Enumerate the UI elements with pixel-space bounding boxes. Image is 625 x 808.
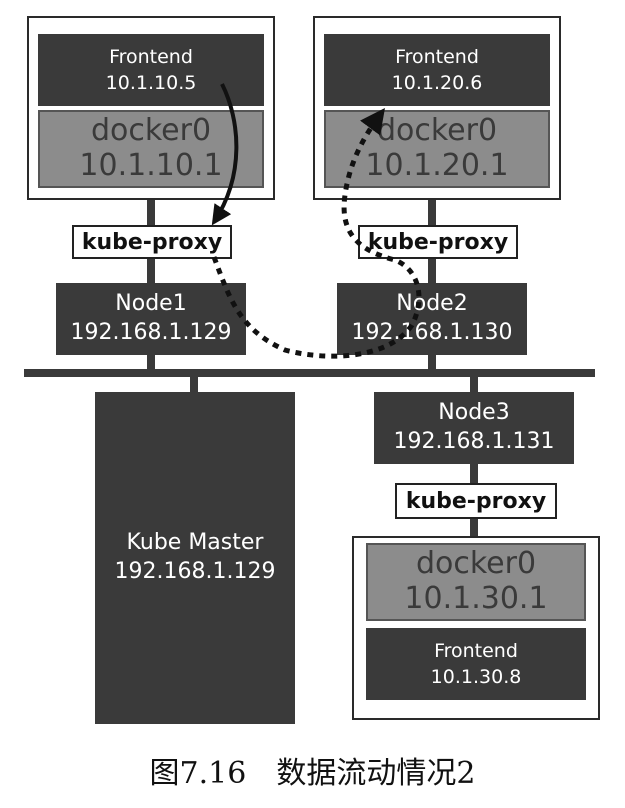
host3-docker-label: docker0 [415,546,537,581]
network-bus [24,369,595,377]
node3-label: Node3 [438,400,510,425]
kube-master-box: Kube Master 192.168.1.129 [95,392,295,724]
host2-docker-ip: 10.1.20.1 [365,148,509,183]
dotted-flow-path [211,107,422,359]
node1-label: Node1 [115,291,187,316]
host2-frontend-pod: Frontend 10.1.20.6 [324,34,550,106]
kube-master-ip: 192.168.1.129 [114,559,276,584]
host2-frontend-label: Frontend [395,46,479,68]
host1-kube-proxy: kube-proxy [72,225,232,259]
node1-box: Node1 192.168.1.129 [56,283,246,355]
host1-docker-ip: 10.1.10.1 [79,148,223,183]
host3-docker0-bridge: docker0 10.1.30.1 [366,543,586,621]
host3-kube-proxy: kube-proxy [395,483,557,519]
node3-ip: 192.168.1.131 [393,429,555,454]
node3-box: Node3 192.168.1.131 [374,392,574,464]
master-link [190,377,198,395]
host3-docker-ip: 10.1.30.1 [404,581,548,616]
host3-frontend-pod: Frontend 10.1.30.8 [366,628,586,700]
host1-docker0-bridge: docker0 10.1.10.1 [38,110,264,188]
host1-frontend-label: Frontend [109,46,193,68]
figure-caption: 图7.16 数据流动情况2 [149,756,476,791]
kube-master-label: Kube Master [126,530,264,555]
node1-ip: 192.168.1.129 [70,320,232,345]
node2-ip: 192.168.1.130 [351,320,513,345]
node2-box: Node2 192.168.1.130 [337,283,527,355]
host2-frontend-ip: 10.1.20.6 [391,72,483,94]
host2-docker-label: docker0 [376,113,498,148]
solid-flow-arrow [211,83,239,226]
host1-docker-label: docker0 [90,113,212,148]
host3-frontend-ip: 10.1.30.8 [430,666,522,688]
node2-label: Node2 [396,291,468,316]
host1-frontend-ip: 10.1.10.5 [105,72,197,94]
host2-kube-proxy: kube-proxy [358,225,518,259]
host3-frontend-label: Frontend [434,640,518,662]
